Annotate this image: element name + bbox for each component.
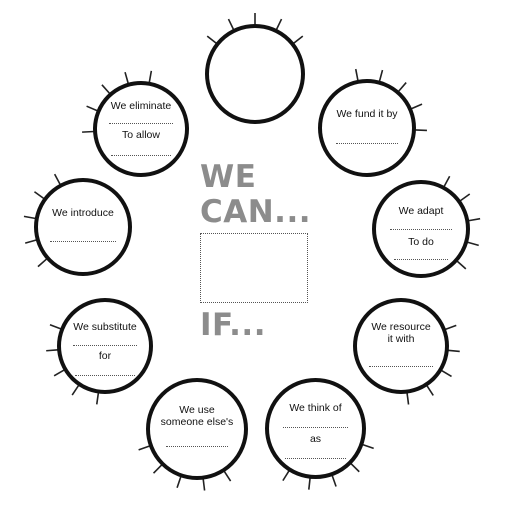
- node-line-1: We eliminate: [110, 100, 172, 112]
- heading-can: CAN...: [200, 194, 312, 230]
- node-line-1: We adapt: [398, 205, 444, 217]
- tick-mark: [406, 392, 410, 405]
- tick-mark: [397, 82, 407, 93]
- tick-mark: [37, 258, 48, 268]
- write-line[interactable]: [166, 446, 228, 447]
- tick-mark: [410, 103, 423, 110]
- write-line[interactable]: [283, 427, 348, 428]
- write-line[interactable]: [109, 123, 173, 124]
- circle-we-fund-it-by[interactable]: We fund it by: [318, 79, 416, 177]
- write-line[interactable]: [75, 375, 135, 376]
- node-line-2: it with: [387, 333, 415, 345]
- tick-mark: [459, 193, 471, 202]
- tick-mark: [426, 384, 434, 396]
- circle-we-substitute[interactable]: We substitute for: [57, 298, 153, 394]
- tick-mark: [466, 241, 479, 247]
- tick-mark: [292, 35, 304, 45]
- tick-mark: [331, 474, 337, 487]
- node-line-2: for: [98, 350, 112, 362]
- node-line-1: We think of: [289, 402, 342, 414]
- write-line[interactable]: [394, 259, 448, 260]
- circle-we-resource[interactable]: We resource it with: [353, 298, 449, 394]
- node-line-2: as: [309, 433, 322, 445]
- tick-mark: [23, 215, 36, 220]
- tick-mark: [308, 477, 311, 490]
- tick-mark: [443, 175, 451, 188]
- node-line-1: We introduce: [52, 207, 114, 219]
- center-answer-box[interactable]: [200, 233, 308, 303]
- tick-mark: [24, 239, 37, 244]
- node-line-2: To do: [408, 236, 434, 248]
- tick-mark: [223, 470, 232, 482]
- tick-mark: [275, 18, 283, 31]
- tick-mark: [138, 445, 151, 451]
- node-line-1: We use: [179, 404, 215, 416]
- circle-we-introduce[interactable]: We introduce: [34, 178, 132, 276]
- tick-mark: [148, 70, 153, 83]
- tick-mark: [152, 464, 163, 474]
- write-line[interactable]: [336, 143, 398, 144]
- write-line[interactable]: [369, 366, 433, 367]
- tick-mark: [444, 324, 457, 331]
- tick-mark: [468, 217, 481, 222]
- tick-mark: [46, 348, 59, 352]
- circle-we-eliminate[interactable]: We eliminate To allow: [93, 81, 189, 177]
- tick-mark: [176, 476, 182, 488]
- write-line[interactable]: [390, 229, 452, 230]
- tick-mark: [456, 260, 467, 270]
- tick-mark: [440, 369, 452, 378]
- node-line-2: someone else's: [160, 416, 234, 428]
- write-line[interactable]: [285, 458, 346, 459]
- tick-mark: [71, 384, 80, 396]
- heading-if: IF...: [200, 307, 266, 343]
- write-line[interactable]: [111, 155, 171, 156]
- tick-mark: [378, 69, 384, 82]
- circle-we-adapt[interactable]: We adapt To do: [372, 180, 470, 278]
- tick-mark: [447, 349, 460, 353]
- tick-mark: [202, 478, 206, 491]
- node-line-1: We fund it by: [336, 108, 398, 120]
- tick-mark: [95, 392, 100, 405]
- tick-mark: [53, 369, 65, 377]
- tick-mark: [354, 68, 359, 82]
- circle-top-blank[interactable]: [205, 24, 305, 124]
- write-line[interactable]: [73, 345, 137, 346]
- node-line-1: We substitute: [73, 321, 137, 333]
- tick-mark: [362, 443, 374, 450]
- circle-we-think-of[interactable]: We think of as: [265, 378, 366, 479]
- tick-mark: [350, 462, 360, 473]
- heading-we: WE: [200, 159, 257, 195]
- tick-mark: [82, 130, 95, 133]
- write-line[interactable]: [50, 241, 116, 242]
- node-line-1: We resource: [371, 321, 431, 333]
- circle-we-use[interactable]: We use someone else's: [146, 378, 248, 480]
- tick-mark: [282, 470, 290, 482]
- node-line-2: To allow: [122, 129, 160, 141]
